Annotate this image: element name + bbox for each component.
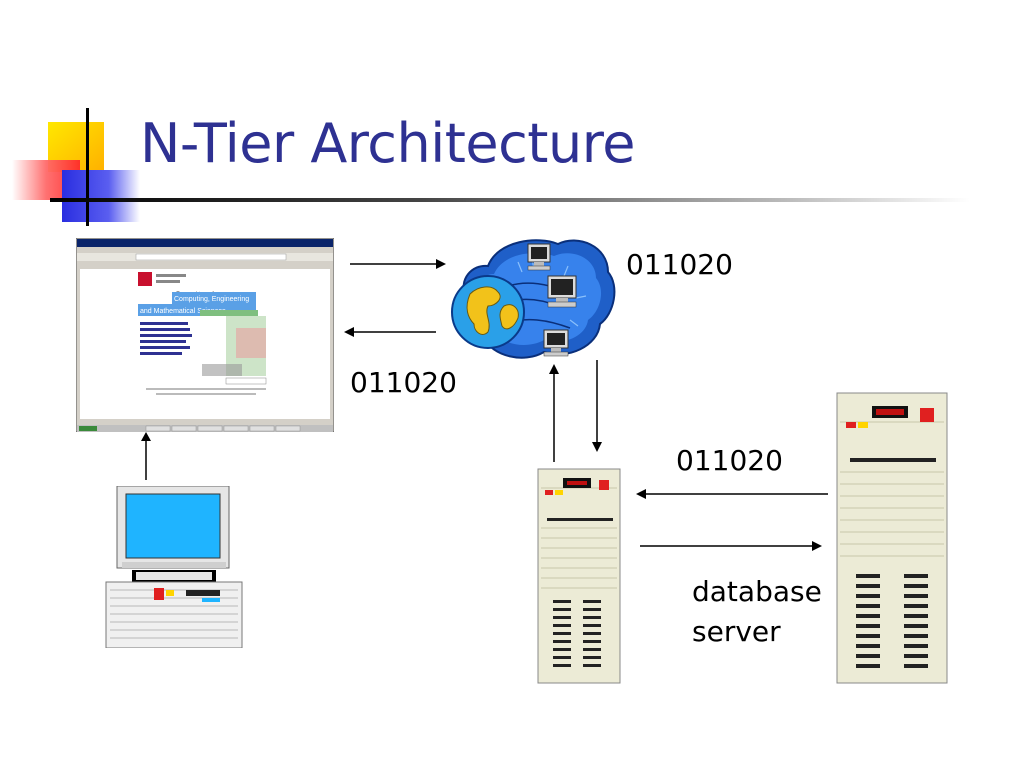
browser-banner-line1: Computing, Engineering [174,296,249,303]
slide-title: N-Tier Architecture [140,112,635,175]
database-server [836,392,948,684]
arrow-appserver-to-dbserver [640,541,822,551]
arrow-dbserver-to-appserver [636,489,828,499]
db-data-label: 011020 [676,444,783,477]
arrow-internet-to-browser [344,327,436,337]
browser-banner-line2: and Mathematical Sciences [140,308,226,315]
title-logo-decoration [12,108,140,226]
db-server-label-line1: database [692,575,822,608]
client-data-label: 011020 [350,366,457,399]
arrow-appserver-to-internet [549,364,559,462]
title-underline [50,198,970,202]
client-computer [105,486,243,648]
db-server-label-line2: server [692,615,781,648]
arrow-browser-to-internet [350,259,446,269]
internet-cloud [451,239,616,359]
internet-data-label: 011020 [626,248,733,281]
db-server-label: database server [692,572,822,652]
arrow-internet-to-appserver [592,360,602,452]
application-server [537,468,621,684]
browser-window-screenshot: F a c u l t y o f Computing, Engineering… [76,238,334,432]
arrow-computer-to-browser [141,432,151,480]
